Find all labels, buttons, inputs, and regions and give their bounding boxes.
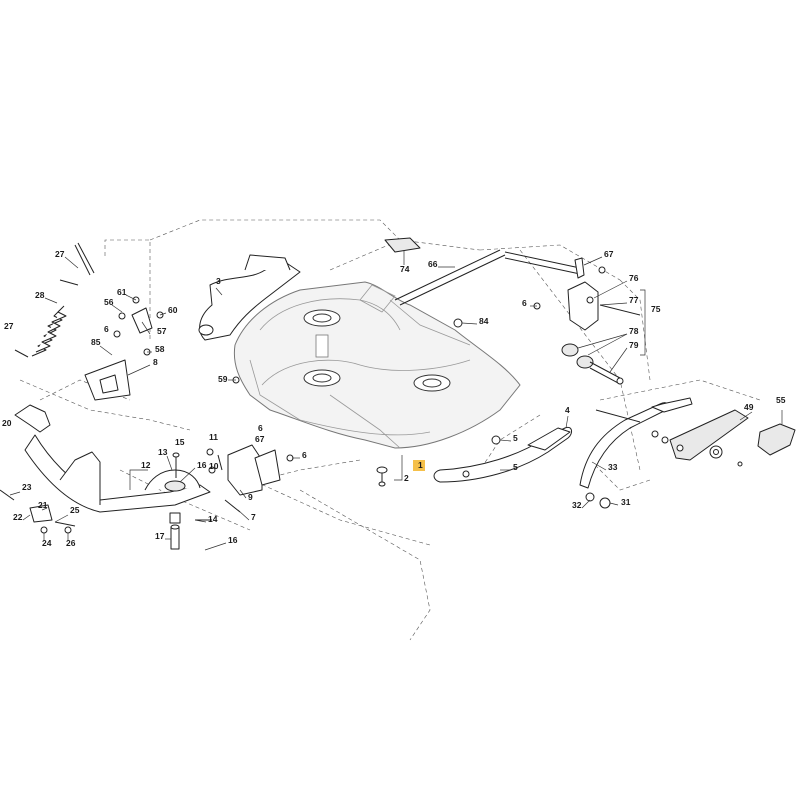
part-76-77-bracket xyxy=(567,257,641,331)
part-label-p74: 74 xyxy=(400,264,410,274)
part-label-p9: 9 xyxy=(248,492,253,502)
part-label-p25: 25 xyxy=(70,505,80,515)
part-label-p17: 17 xyxy=(155,531,165,541)
part-12-axle-frame xyxy=(14,404,211,513)
part-label-p32: 32 xyxy=(572,500,582,510)
part-33-lift-arm xyxy=(579,402,670,509)
part-label-p4: 4 xyxy=(565,405,570,415)
highlight-box xyxy=(413,460,425,471)
part-3-bracket xyxy=(198,254,301,341)
part-label-p84: 84 xyxy=(479,316,489,326)
part-label-p79: 79 xyxy=(629,340,639,350)
part-label-p21: 21 xyxy=(38,500,48,510)
part-label-p13: 13 xyxy=(158,447,168,457)
part-label-p14: 14 xyxy=(208,514,218,524)
part-label-p49: 49 xyxy=(744,402,754,412)
part-4-skid xyxy=(433,426,573,483)
part-49-55-linkage xyxy=(595,397,796,467)
part-label-p76: 76 xyxy=(629,273,639,283)
part-label-p28: 28 xyxy=(35,290,45,300)
part-label-p61: 61 xyxy=(117,287,127,297)
part-label-p16b: 16 xyxy=(228,535,238,545)
part-label-p5a: 5 xyxy=(513,433,518,443)
part-label-p7: 7 xyxy=(251,512,256,522)
part-label-p6d: 6 xyxy=(302,450,307,460)
part-label-p75: 75 xyxy=(651,304,661,314)
part-label-p27a: 27 xyxy=(55,249,65,259)
part-label-p66: 66 xyxy=(428,259,438,269)
part-label-p60: 60 xyxy=(168,305,178,315)
part-label-p59: 59 xyxy=(218,374,228,384)
part-label-p27b: 27 xyxy=(4,321,14,331)
part-label-p57: 57 xyxy=(157,326,167,336)
parts-15-14-17-pins xyxy=(169,452,212,550)
part-28-spring xyxy=(14,242,95,358)
cutter-deck xyxy=(233,281,521,449)
part-2-bolt xyxy=(376,455,403,487)
part-label-p12: 12 xyxy=(141,460,151,470)
part-label-p67b: 67 xyxy=(255,434,265,444)
part-label-p23: 23 xyxy=(22,482,32,492)
part-8-57-bracket xyxy=(84,307,153,401)
part-label-p33: 33 xyxy=(608,462,618,472)
part-label-p6c: 6 xyxy=(258,423,263,433)
parts-21-26-bracket xyxy=(0,489,76,534)
part-label-p55: 55 xyxy=(776,395,786,405)
part-label-p15: 15 xyxy=(175,437,185,447)
part-label-p8: 8 xyxy=(153,357,158,367)
part-label-p78: 78 xyxy=(629,326,639,336)
part-74-66-top-rods xyxy=(384,237,581,306)
part-label-p1: 1 xyxy=(418,460,423,470)
part-label-p3: 3 xyxy=(216,276,221,286)
part-label-p24: 24 xyxy=(42,538,52,548)
part-label-p5b: 5 xyxy=(513,462,518,472)
part-label-p6a: 6 xyxy=(104,324,109,334)
part-label-p67a: 67 xyxy=(604,249,614,259)
part-label-p26: 26 xyxy=(66,538,76,548)
part-label-p10: 10 xyxy=(209,461,219,471)
blade-hubs xyxy=(303,309,451,392)
part-label-p20: 20 xyxy=(2,418,12,428)
part-label-p85: 85 xyxy=(91,337,101,347)
part-label-p2: 2 xyxy=(404,473,409,483)
part-label-p56: 56 xyxy=(104,297,114,307)
part-label-p11: 11 xyxy=(209,432,218,442)
part-label-p6b: 6 xyxy=(522,298,527,308)
part-label-p22: 22 xyxy=(13,512,23,522)
part-label-p16a: 16 xyxy=(197,460,207,470)
part-9-hinge-bracket xyxy=(217,444,281,513)
part-78-79-pulleys xyxy=(561,343,624,385)
leader-lines xyxy=(9,250,783,551)
part-label-p31: 31 xyxy=(621,497,631,507)
part-label-p58: 58 xyxy=(155,344,165,354)
part-label-p77: 77 xyxy=(629,295,639,305)
